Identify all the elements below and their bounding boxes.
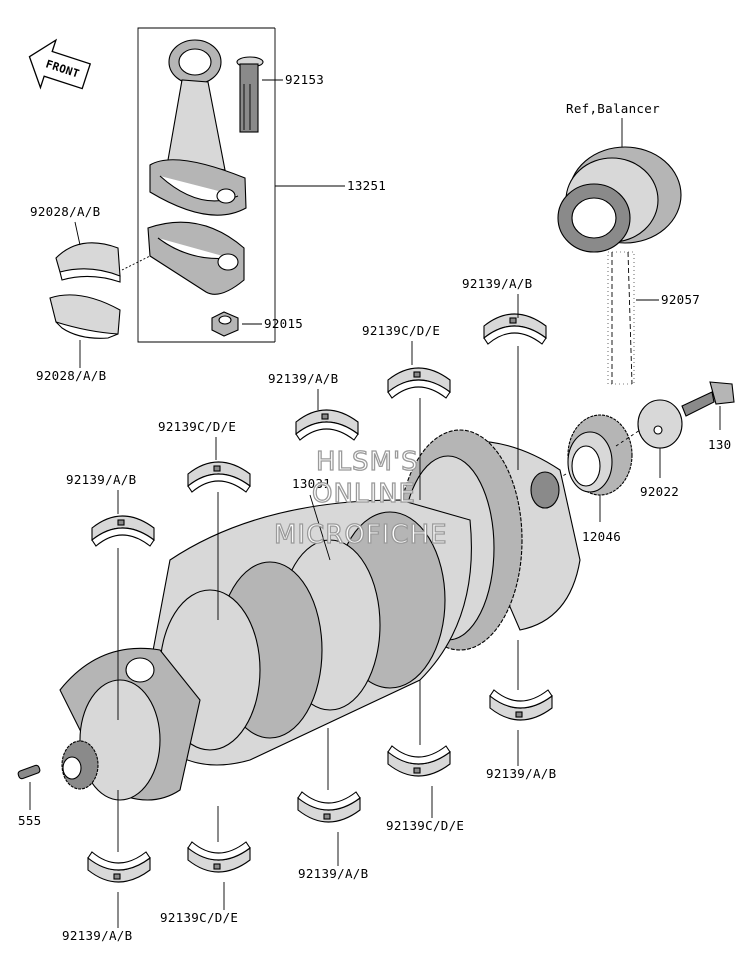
front-arrow-icon: FRONT: [28, 38, 92, 90]
bearing-bot-left-cde-label: 92139C/D/E: [160, 910, 238, 925]
bearing-top-right-label: 92139/A/B: [462, 276, 532, 291]
rod-bolt: [236, 56, 264, 133]
balancer-gear: [557, 146, 682, 253]
crank-gear: [567, 414, 633, 496]
crankshaft: [59, 429, 581, 801]
rod-cap: [147, 221, 245, 295]
connecting-rod: [149, 39, 247, 216]
bearing-shell-top-right: [483, 313, 547, 345]
crank-gear-label: 12046: [582, 529, 621, 544]
ref-balancer-label: Ref,Balancer: [566, 101, 660, 116]
watermark-line3: MICROFICHE: [274, 520, 448, 550]
bearing-shell-top-cde: [387, 367, 451, 399]
washer-label: 92022: [640, 484, 679, 499]
balancer-chain: [607, 251, 635, 385]
balancer-chain-label: 92057: [661, 292, 700, 307]
conrod-assy-label: 13251: [347, 178, 386, 193]
bearing-shell-bot-right: [489, 689, 553, 721]
bearing-shell-left-ab: [91, 515, 155, 547]
conrod-bearing-lower: [49, 294, 121, 339]
conrod-bearing-lower-label: 92028/A/B: [36, 368, 106, 383]
bearing-shell-top-mid: [295, 409, 359, 441]
conrod-bearing-upper-label: 92028/A/B: [30, 204, 100, 219]
watermark-line1: HLSM'S: [316, 447, 419, 477]
bearing-shell-bot-cde: [387, 745, 451, 777]
bearing-top-mid-label: 92139/A/B: [268, 371, 338, 386]
bearing-top-cde-label: 92139C/D/E: [362, 323, 440, 338]
dowel-pin-label: 555: [18, 813, 41, 828]
rod-nut: [211, 311, 239, 337]
crank-bolt: [681, 381, 735, 417]
crankshaft-label: 13031: [292, 476, 331, 491]
rod-nut-label: 92015: [264, 316, 303, 331]
conrod-bearing-upper: [55, 242, 121, 283]
bearing-bot-mid-label: 92139/A/B: [298, 866, 368, 881]
bearing-shell-bot-left-cde: [187, 841, 251, 873]
bearing-left-cde-label: 92139C/D/E: [158, 419, 236, 434]
bearing-shell-left-cde: [187, 461, 251, 493]
bearing-left-ab-label: 92139/A/B: [66, 472, 136, 487]
bearing-bot-cde-label: 92139C/D/E: [386, 818, 464, 833]
bearing-shell-bot-mid: [297, 791, 361, 823]
watermark-line2: ONLINE: [312, 479, 416, 509]
watermark: HLSM'S ONLINE MICROFICHE: [273, 446, 448, 550]
bearing-shell-bot-left-ab: [87, 851, 151, 883]
washer: [637, 399, 683, 449]
bearing-bot-left-ab-label: 92139/A/B: [62, 928, 132, 943]
dowel-pin: [17, 764, 41, 780]
rod-bolt-label: 92153: [285, 72, 324, 87]
crank-bolt-label: 130: [708, 437, 731, 452]
bearing-bot-right-label: 92139/A/B: [486, 766, 556, 781]
